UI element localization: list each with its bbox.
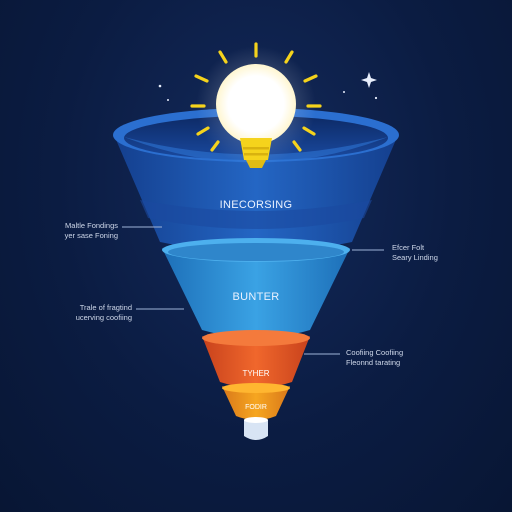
funnel (113, 108, 399, 440)
stage-2-label: BUNTER (232, 291, 279, 303)
callout-top-left-line2: yer sase Foning (64, 231, 118, 240)
callout-lower-right: Coofiing Coofiing Fleonnd tarating (346, 348, 403, 368)
callout-top-left: Maltle Fondings yer sase Foning (65, 221, 118, 241)
lightbulb-icon (190, 42, 322, 168)
callout-mid-left-line2: ucerving coofiing (75, 313, 132, 322)
callout-lines (122, 226, 384, 355)
callout-mid-right: Efcer Folt Seary Linding (392, 243, 438, 263)
stage-4-label: FODIR (245, 404, 267, 411)
callout-mid-right-line1: Efcer Folt (392, 243, 425, 252)
callout-lower-right-line2: Fleonnd tarating (346, 358, 401, 367)
callout-mid-left-line1: Trale of fragtind (79, 303, 132, 312)
sparkle-icon (158, 72, 378, 101)
funnel-stage-3 (202, 336, 310, 388)
stage-3-label: TYHER (242, 369, 269, 378)
callout-lower-right-line1: Coofiing Coofiing (346, 348, 404, 357)
callout-mid-right-line2: Seary Linding (392, 253, 438, 262)
funnel-spout (244, 420, 268, 440)
funnel-stage-4 (222, 386, 290, 420)
stage-1-label: INECORSING (220, 199, 293, 211)
callout-top-left-line1: Maltle Fondings (65, 221, 118, 230)
callout-mid-left: Trale of fragtind ucerving coofiing (76, 303, 132, 323)
funnel-stage-2 (162, 248, 350, 338)
